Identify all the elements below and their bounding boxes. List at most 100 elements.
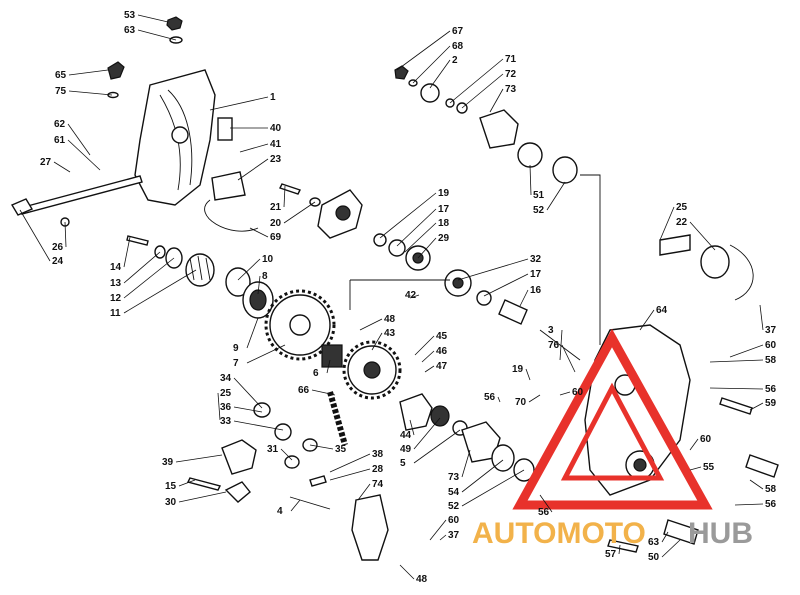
- leader-line-41: [239, 143, 269, 153]
- leader-line-24: [19, 209, 51, 262]
- callout-37: 37: [765, 325, 777, 336]
- leader-line-32: [457, 258, 529, 281]
- leader-line-75: [68, 90, 113, 96]
- leader-line-14: [123, 236, 131, 268]
- callout-11: 11: [110, 308, 121, 319]
- callout-69: 69: [270, 232, 282, 243]
- leader-line-69: [249, 227, 269, 238]
- callout-19: 19: [438, 188, 450, 199]
- leader-line-57: [618, 544, 621, 555]
- callout-75: 75: [55, 86, 67, 97]
- leader-line-54: [461, 459, 504, 493]
- callout-66: 66: [298, 385, 310, 396]
- callout-1: 1: [270, 92, 276, 103]
- leader-line-60: [729, 344, 764, 358]
- callout-9: 9: [233, 343, 239, 354]
- leader-line-49: [413, 417, 441, 450]
- leader-line-37: [759, 304, 764, 331]
- leader-lines: [19, 14, 764, 580]
- chain-66: [327, 391, 348, 446]
- bracket-74: [351, 494, 389, 561]
- leader-line-47: [424, 365, 435, 373]
- callout-26: 26: [52, 242, 64, 253]
- leader-line-9: [246, 317, 259, 349]
- callout-36: 36: [220, 402, 232, 413]
- leader-line-68: [412, 45, 451, 84]
- leader-line-34: [233, 377, 263, 409]
- leader-line-72: [461, 73, 504, 109]
- callout-17: 17: [530, 269, 542, 280]
- leader-line-46: [421, 350, 435, 363]
- leader-line-52: [546, 181, 566, 211]
- cable-69: [204, 199, 259, 232]
- callout-38: 38: [372, 449, 384, 460]
- leader-line-66: [311, 389, 336, 396]
- leader-line-71: [449, 58, 504, 104]
- leader-line-25: [217, 392, 221, 421]
- leader-line-63: [137, 29, 177, 41]
- callout-62: 62: [54, 119, 66, 130]
- leader-line-43: [371, 332, 383, 351]
- leader-line-27: [53, 161, 71, 173]
- callout-50: 50: [648, 552, 660, 563]
- callout-65: 65: [55, 70, 67, 81]
- leader-line-28: [329, 468, 371, 481]
- callout-68: 68: [452, 41, 464, 52]
- leader-line-44: [409, 419, 415, 436]
- leader-line-36: [233, 406, 263, 413]
- callout-54: 54: [448, 487, 460, 498]
- callout-42: 42: [405, 290, 417, 301]
- clip-23: [211, 171, 246, 201]
- leader-line-23: [237, 158, 269, 181]
- callout-55: 55: [703, 462, 715, 473]
- callout-8: 8: [262, 271, 268, 282]
- callout-5: 5: [400, 458, 406, 469]
- leader-line-16: [519, 289, 529, 307]
- callout-56: 56: [538, 507, 550, 518]
- leader-line-60: [429, 519, 447, 541]
- callout-64: 64: [656, 305, 668, 316]
- leader-line-11: [123, 269, 197, 314]
- leader-line-19: [379, 192, 437, 239]
- leader-line-39: [175, 454, 223, 463]
- leader-line-56: [539, 494, 553, 513]
- callout-76: 76: [548, 340, 560, 351]
- callout-12: 12: [110, 293, 122, 304]
- callout-74: 74: [372, 479, 384, 490]
- leader-line-65: [68, 69, 109, 76]
- leader-line-67: [396, 30, 451, 71]
- leader-line-31: [280, 448, 293, 461]
- leader-line-25: [659, 206, 675, 241]
- callout-67: 67: [452, 26, 464, 37]
- leader-line-17: [396, 208, 437, 247]
- callout-45: 45: [436, 331, 448, 342]
- leader-line-12: [123, 257, 175, 299]
- leader-line-58: [749, 479, 764, 490]
- callout-61: 61: [54, 135, 66, 146]
- leader-line-21: [283, 185, 286, 208]
- leader-line-10: [237, 258, 261, 281]
- callout-47: 47: [436, 361, 448, 372]
- leader-line-1: [209, 96, 269, 111]
- leader-line-22: [689, 221, 716, 251]
- callout-73: 73: [505, 84, 517, 95]
- watermark-text-gray: HUB: [688, 517, 753, 550]
- leader-line-48: [359, 318, 383, 331]
- leader-line-48: [399, 564, 415, 580]
- leader-line-8: [257, 275, 261, 295]
- leader-line-15: [178, 479, 196, 487]
- leader-line-2: [429, 59, 451, 89]
- callout-13: 13: [110, 278, 122, 289]
- callout-56: 56: [765, 499, 777, 510]
- callout-59: 59: [765, 398, 777, 409]
- callout-52: 52: [448, 501, 460, 512]
- leader-line-45: [414, 335, 435, 356]
- leader-line-13: [123, 251, 161, 284]
- leader-line-38: [329, 453, 371, 473]
- watermark-triangle: [512, 328, 713, 510]
- leader-line-74: [357, 483, 371, 501]
- callout-6: 6: [313, 368, 319, 379]
- callout-15: 15: [165, 481, 177, 492]
- callout-30: 30: [165, 497, 177, 508]
- callout-35: 35: [335, 444, 347, 455]
